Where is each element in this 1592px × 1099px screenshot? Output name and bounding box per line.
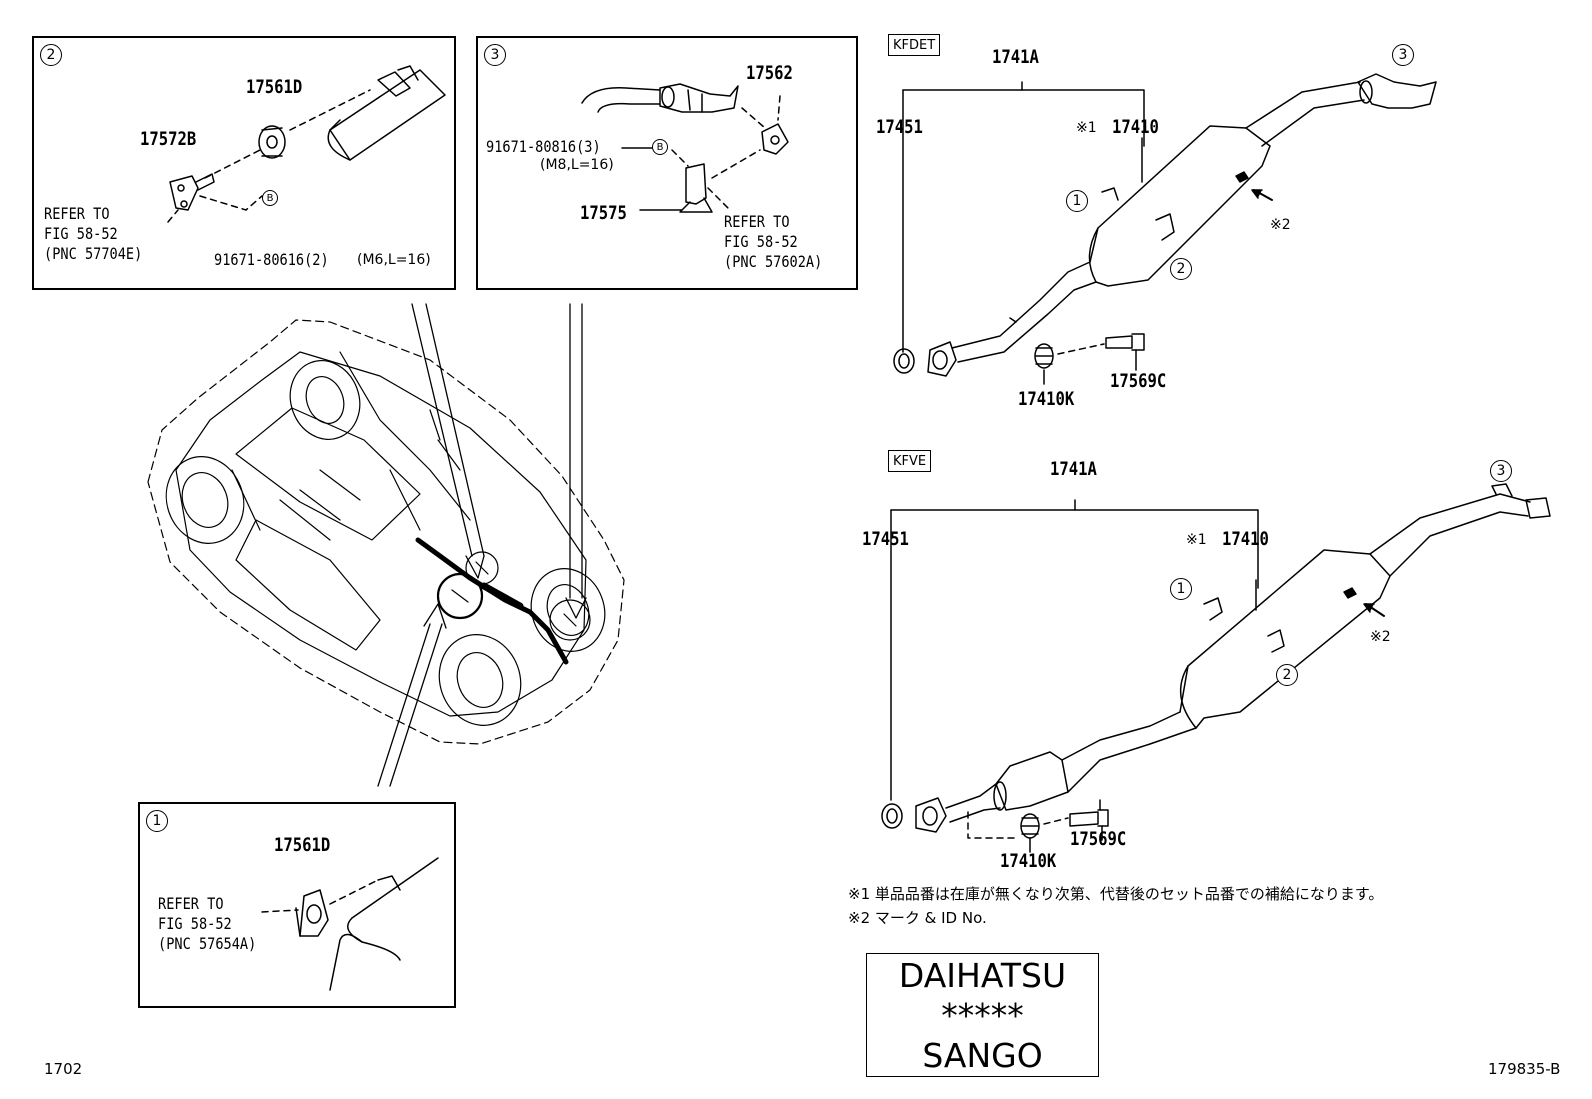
part-17451-label[interactable]: 17451 [876,116,923,138]
bolt-marker-b: B [652,139,668,155]
part-17561D-label[interactable]: 17561D [274,834,331,856]
detail-panel-1 [138,802,456,1008]
bolt-spec: (M8,L=16) [540,157,614,173]
part-17451-label[interactable]: 17451 [862,528,909,550]
panel-1-art [261,857,439,991]
refer-link[interactable]: (PNC 57654A) [158,934,257,953]
refer-line-2: FIG 58-52 [724,232,798,251]
mark-line-maker: DAIHATSU [898,956,1067,995]
kfdet-exhaust-art [893,73,1437,385]
bolt-part-label[interactable]: 91671-80616(2) [214,250,329,269]
note-1: ※1 単品品番は在庫が無くなり次第、代替後のセット品番での補給になります。 [848,885,1384,903]
assembly-1741A-label[interactable]: 1741A [992,46,1039,68]
figure-id: 179835-B [1488,1060,1561,1078]
part-17575-label[interactable]: 17575 [580,202,627,224]
note-2-marker: ※2 [1270,217,1291,233]
refer-link[interactable]: (PNC 57602A) [724,252,823,271]
note-1-marker: ※1 [1076,120,1097,136]
refer-line-2: FIG 58-52 [158,914,232,933]
page-number: 1702 [44,1060,83,1078]
detail-panel-3 [476,36,858,290]
callout-3: 3 [1490,460,1512,482]
id-mark-box: DAIHATSU ***** SANGO [866,953,1099,1077]
mark-line-supplier: SANGO [922,1036,1043,1075]
bolt-marker-b: B [262,190,278,206]
refer-link[interactable]: (PNC 57704E) [44,244,143,263]
note-2-marker: ※2 [1370,629,1391,645]
panel-leaders [377,303,587,787]
part-17410-label[interactable]: 17410 [1222,528,1269,550]
note-2: ※2 マーク & ID No. [848,909,987,927]
vehicle-underbody [147,319,625,745]
part-17569C-label[interactable]: 17569C [1110,370,1167,392]
part-17561D-label[interactable]: 17561D [246,76,303,98]
part-17410K-label[interactable]: 17410K [1000,850,1057,872]
part-17569C-label[interactable]: 17569C [1070,828,1127,850]
callout-2: 2 [1170,258,1192,280]
part-17562-label[interactable]: 17562 [746,62,793,84]
refer-line-1: REFER TO [158,894,224,913]
panel-1-index: 1 [146,810,168,832]
bolt-part-label[interactable]: 91671-80816(3) [486,137,601,156]
callout-3: 3 [1392,44,1414,66]
mark-line-id: ***** [941,996,1024,1035]
note-1-marker: ※1 [1186,532,1207,548]
callout-1: 1 [1170,578,1192,600]
panel-2-index: 2 [40,44,62,66]
callout-1: 1 [1066,190,1088,212]
part-17572B-label[interactable]: 17572B [140,128,197,150]
assembly-1741A-label[interactable]: 1741A [1050,458,1097,480]
detail-panel-2 [32,36,456,290]
callout-2: 2 [1276,664,1298,686]
kfve-exhaust-art [881,483,1551,853]
panel-2-art [167,65,446,223]
refer-line-1: REFER TO [44,204,110,223]
refer-line-2: FIG 58-52 [44,224,118,243]
part-17410K-label[interactable]: 17410K [1018,388,1075,410]
engine-tag-kfve: KFVE [888,450,932,472]
panel-3-art [581,83,789,213]
bolt-spec: (M6,L=16) [357,252,431,268]
panel-3-index: 3 [484,44,506,66]
engine-tag-kfdet: KFDET [888,34,941,56]
part-17410-label[interactable]: 17410 [1112,116,1159,138]
refer-line-1: REFER TO [724,212,790,231]
